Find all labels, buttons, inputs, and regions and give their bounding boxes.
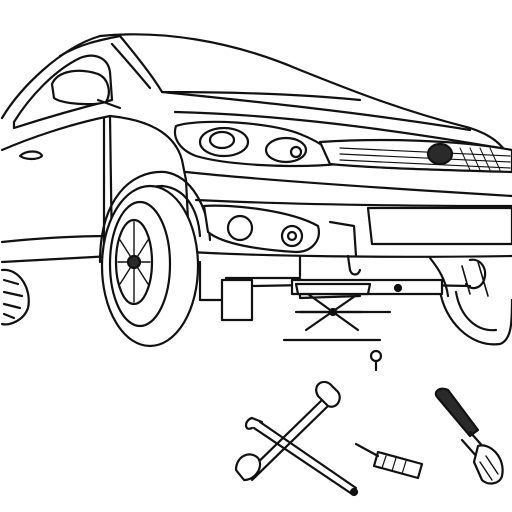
rear-wheel: [2, 270, 29, 325]
screwdriver-icon: [356, 444, 422, 478]
ratchet-handle: [436, 389, 478, 436]
ratchet-socket-detail: [480, 456, 498, 480]
a-pillar: [60, 36, 120, 56]
door-handle: [20, 152, 42, 160]
grille-mesh: [460, 148, 500, 170]
jack-handle-rod: [254, 428, 352, 494]
side-sill: [2, 236, 110, 242]
front-bumper-face: [196, 200, 512, 206]
front-grille: [320, 140, 512, 172]
headlight-bulb: [291, 147, 301, 157]
fog-light: [204, 206, 319, 252]
fog-light-lens-a: [228, 216, 252, 240]
jack-handle-hook: [246, 418, 262, 429]
grille-slats: [340, 148, 510, 168]
exhaust-pipe: [462, 262, 488, 296]
rear-tire-tread: [4, 280, 22, 318]
jack-handle-rod-b: [260, 422, 356, 488]
ratchet-icon: [436, 389, 503, 484]
suspension-block: [222, 280, 252, 320]
loose-pin: [371, 351, 381, 370]
front-hub: [128, 256, 140, 268]
lug-wrench-head: [316, 382, 340, 407]
front-wheel: [102, 186, 198, 346]
jack-handle-end: [351, 489, 357, 495]
jack-pivot: [330, 309, 336, 315]
badge-emblem: [428, 144, 452, 164]
far-tire-inner: [456, 292, 496, 330]
headlight-lens-secondary: [266, 138, 306, 162]
front-bumper-top: [186, 172, 512, 196]
jack-handle-icon: [246, 418, 357, 495]
bumper-lower-lip: [190, 252, 512, 257]
front-tire-sidewall: [110, 202, 170, 326]
windshield-lower-edge: [120, 36, 360, 100]
headlight-lens-main: [200, 128, 248, 156]
far-wheel-arch: [430, 258, 448, 296]
rear-tire: [2, 270, 29, 325]
side-mirror: [52, 71, 109, 104]
crossmember-bolt: [395, 285, 401, 291]
license-plate-frame: [368, 208, 512, 244]
front-fender: [110, 116, 186, 180]
under-tray: [300, 256, 360, 276]
screwdriver-grip-lines: [382, 456, 406, 474]
grille-outline: [320, 140, 512, 172]
wheel-arch: [100, 172, 210, 262]
lug-wrench-socket: [236, 454, 260, 480]
screwdriver-shaft: [356, 444, 378, 456]
lower-intake: [330, 222, 356, 256]
fog-light-bulb: [288, 232, 296, 240]
hood-crease: [175, 112, 500, 148]
windshield-inner: [112, 44, 150, 88]
side-mirror-stem: [98, 100, 120, 108]
ratchet-socket: [474, 445, 503, 483]
subframe: [200, 262, 360, 300]
hood-line: [162, 92, 470, 130]
scissor-jack: [284, 284, 390, 340]
front-tire: [102, 186, 198, 346]
jack-top-plate: [296, 284, 370, 294]
side-window: [14, 56, 112, 128]
screwdriver-handle: [374, 452, 422, 478]
headlight-lens-inner: [210, 132, 234, 148]
fog-light-lens-b: [282, 226, 302, 246]
front-rim: [116, 220, 152, 304]
